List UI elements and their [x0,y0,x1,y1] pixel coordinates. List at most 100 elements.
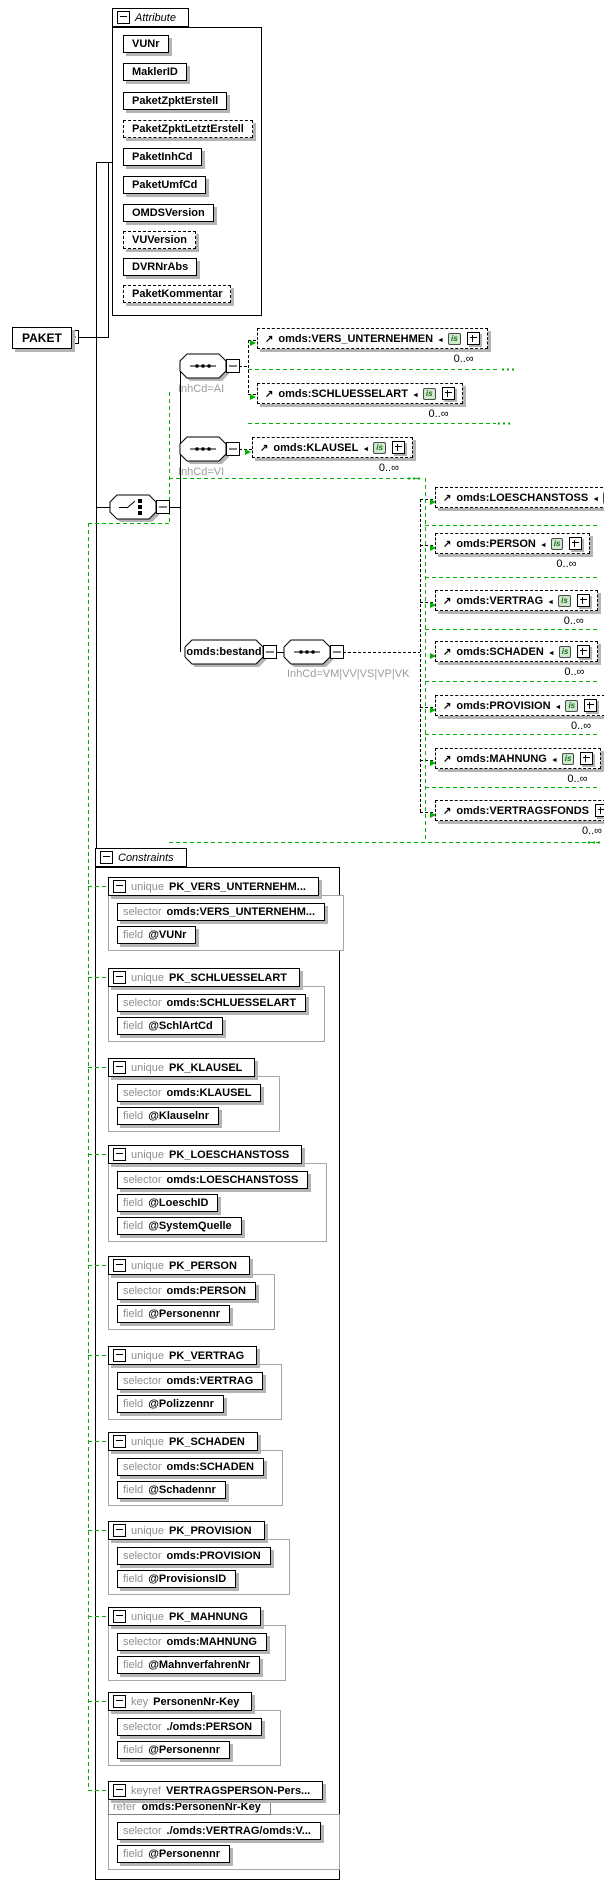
expand-icon[interactable] [466,332,480,345]
occurrence-label: 0..∞ [567,773,588,785]
collapse-icon[interactable] [113,971,126,984]
element-schaden[interactable]: omds:SCHADEN is 0..∞ [435,641,599,678]
collapse-icon[interactable] [100,851,113,864]
occurrence-label: 0..∞ [571,720,592,732]
expand-icon[interactable] [584,699,598,712]
element-loeschanstoss[interactable]: omds:LOESCHANSTOSS is 0..∞ [435,487,604,524]
expand-icon[interactable] [577,645,591,658]
collapse-icon[interactable] [113,1695,126,1708]
element-klausel[interactable]: omds:KLAUSEL is 0..∞ [252,437,413,474]
bestand-element-label[interactable]: omds:bestand [186,646,262,658]
collapse-icon[interactable] [113,1524,126,1537]
selector-keyword: selector [123,1636,162,1648]
selector-keyword: selector [123,1087,162,1099]
choice-compositor-icon[interactable] [109,494,170,522]
collapse-icon[interactable] [113,1435,126,1448]
attribute-omdsversion[interactable]: OMDSVersion [123,204,214,222]
element-vertrag[interactable]: omds:VERTRAG is 0..∞ [435,590,598,627]
expand-icon[interactable] [580,752,594,765]
identity-pointer-icon [362,442,369,454]
attribute-paketumfcd[interactable]: PaketUmfCd [123,176,207,194]
selector-value: omds:VERS_UNTERNEHM... [166,906,316,918]
field-keyword: field [123,1744,144,1756]
sequence-compositor-bestand-icon[interactable] [283,639,344,667]
reference-arrow-icon [443,700,451,712]
element-label: omds:VERTRAG [456,594,544,607]
element-mahnung[interactable]: omds:MAHNUNG is 0..∞ [435,748,602,785]
root-element-paket[interactable]: PAKET [12,327,72,349]
attribute-paketkommentar[interactable]: PaketKommentar [123,285,232,303]
expand-icon[interactable] [576,594,590,607]
guard-label-bestand: InhCd=VM|VV|VS|VP|VK [287,668,410,680]
constraint-kind: key [131,1695,149,1708]
field-value: @Schadennr [148,1484,216,1496]
identity-pointer-icon [547,595,554,607]
constraint-name: PK_PERSON [169,1259,237,1272]
field-keyword: field [123,1197,144,1209]
attribute-label: PaketUmfCd [132,179,198,191]
occurrence-label: 0..∞ [453,353,474,365]
constraint-name: PK_SCHADEN [169,1435,245,1448]
collapse-icon[interactable] [113,1259,126,1272]
selector-value: omds:PROVISION [166,1550,261,1562]
attribute-dvrnrabs[interactable]: DVRNrAbs [123,258,198,276]
collapse-icon[interactable] [113,880,126,893]
element-provision[interactable]: omds:PROVISION is 0..∞ [435,695,604,732]
attribute-label: PaketZpktErstell [132,95,219,107]
field-keyword: field [123,1573,144,1585]
attribute-label: OMDSVersion [132,207,205,219]
field-value: @Personennr [148,1744,221,1756]
collapse-icon[interactable] [113,1784,126,1797]
reference-arrow-icon [265,388,273,400]
identity-constraint-badge: is [447,332,461,345]
expand-icon[interactable] [441,387,455,400]
collapse-icon[interactable] [113,1061,126,1074]
expand-icon[interactable] [391,441,405,454]
field-keyword: field [123,1848,144,1860]
element-schluesselart[interactable]: omds:SCHLUESSELART is 0..∞ [257,383,463,420]
attribute-paketzpkterstell[interactable]: PaketZpktErstell [123,92,228,110]
field-value: @VUNr [148,929,187,941]
element-person[interactable]: omds:PERSON is 0..∞ [435,533,591,570]
collapse-icon[interactable] [113,1148,126,1161]
collapse-icon[interactable] [113,1610,126,1623]
identity-pointer-icon [555,700,562,712]
attribute-maklerid[interactable]: MaklerID [123,63,187,81]
element-label: omds:PROVISION [456,699,551,712]
constraint-name: PK_VERS_UNTERNEHM... [169,880,306,893]
expand-icon[interactable] [569,537,583,550]
attribute-paketzpktletzterstell[interactable]: PaketZpktLetztErstell [123,120,253,138]
occurrence-label: 0..∞ [563,615,584,627]
sequence-compositor-vi-icon[interactable] [179,436,240,464]
expand-icon[interactable] [595,804,604,817]
attribute-vuversion[interactable]: VUVersion [123,231,197,249]
root-element-label: PAKET [22,331,62,345]
attribute-vunr[interactable]: VUNr [123,35,169,53]
identity-constraint-badge: is [558,594,571,607]
element-vertragsfonds[interactable]: omds:VERTRAGSFONDS 0..∞ [435,800,604,837]
sequence-compositor-ai-icon[interactable] [179,353,240,381]
reference-arrow-icon [443,595,451,607]
refer-value: omds:PersonenNr-Key [141,1801,261,1813]
collapse-icon[interactable] [117,11,130,24]
attribute-paketinhcd[interactable]: PaketInhCd [123,148,202,166]
occurrence-label: 0..∞ [435,512,604,524]
attribute-label: PaketKommentar [132,288,223,300]
constraint-name: PK_KLAUSEL [169,1061,243,1074]
collapse-icon[interactable] [113,1349,126,1362]
element-vers-unternehmen[interactable]: omds:VERS_UNTERNEHMEN is 0..∞ [257,328,488,365]
identity-pointer-icon [548,646,555,658]
constraint-kind: unique [131,1435,165,1448]
